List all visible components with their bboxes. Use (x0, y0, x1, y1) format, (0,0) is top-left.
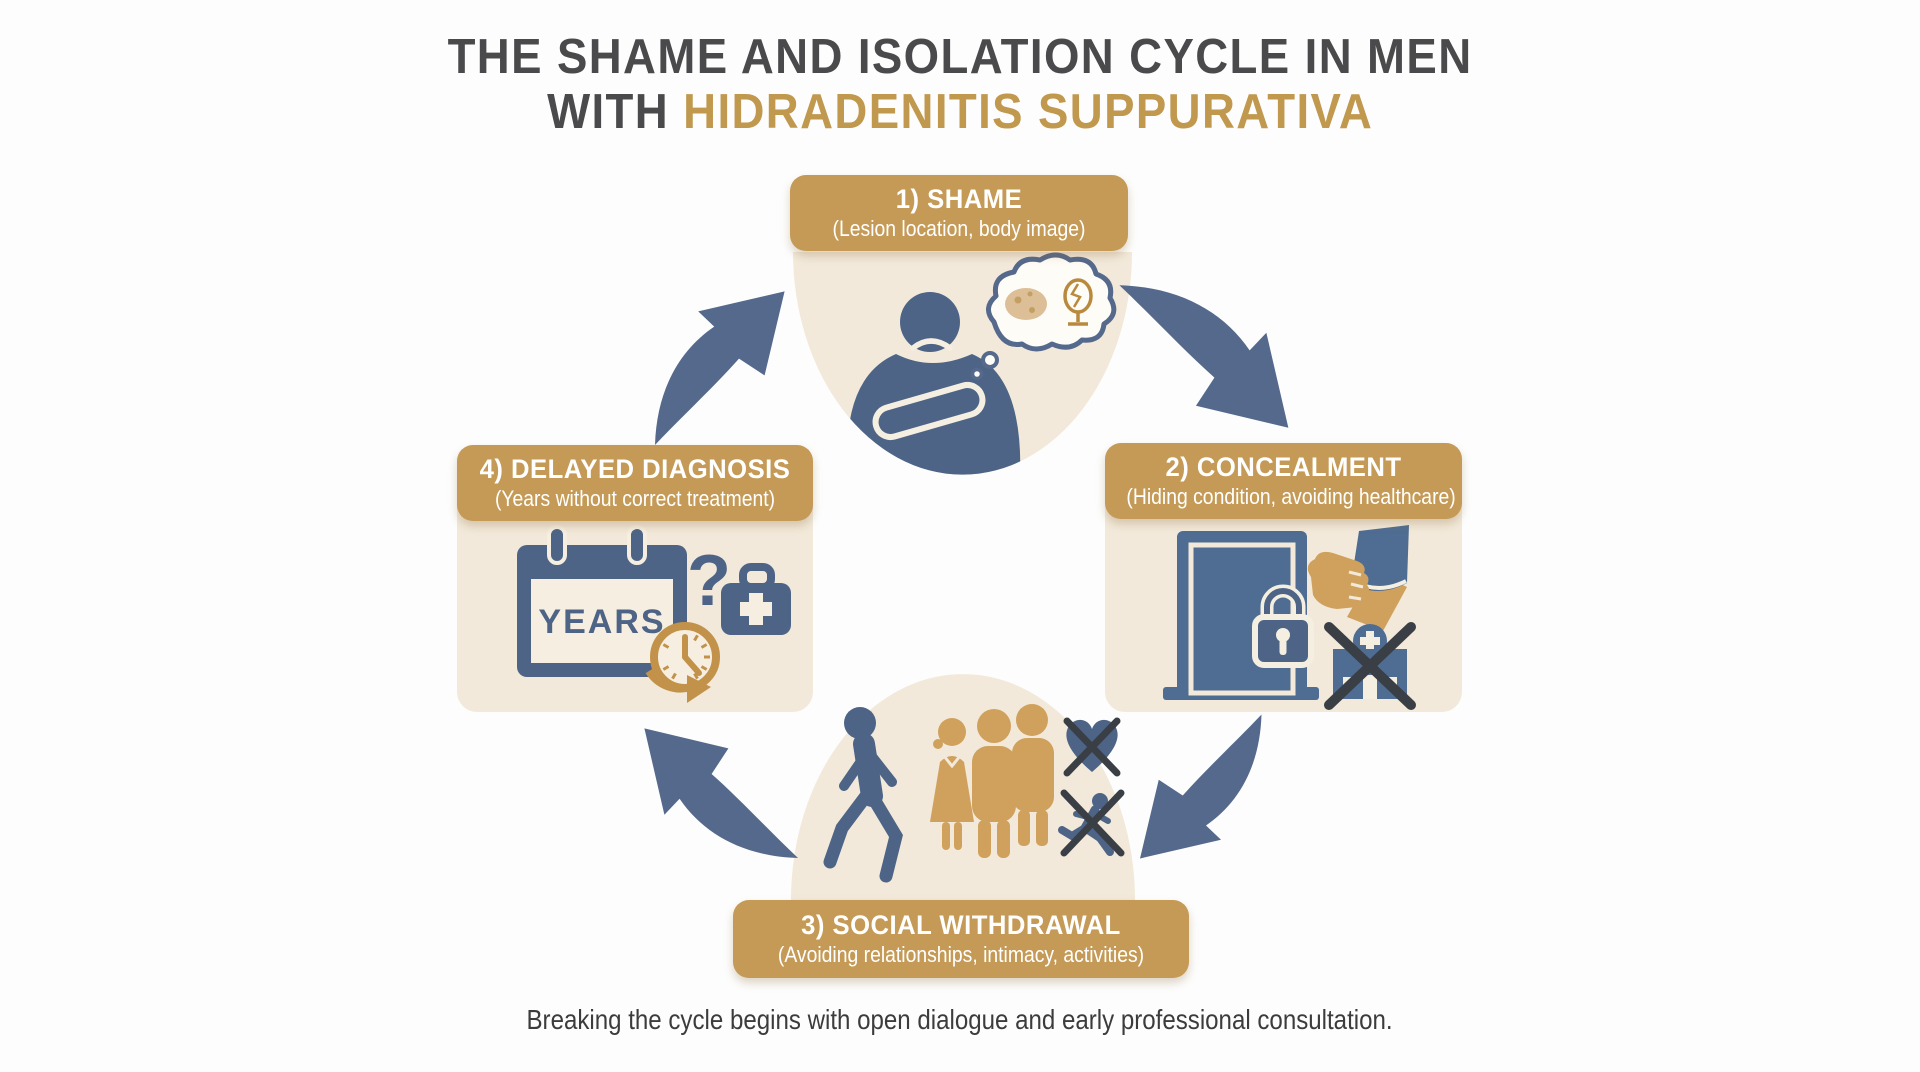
calendar-icon: YEARS (517, 525, 687, 677)
stage-social-sublabel: (Avoiding relationships, intimacy, activ… (777, 942, 1145, 967)
sad-person-icon (847, 292, 1021, 475)
stage-concealment-sublabel: (Hiding condition, avoiding healthcare) (1126, 484, 1456, 509)
group-woman-icon (930, 718, 974, 850)
stage-delayed-label-box: 4) DELAYED DIAGNOSIS (Years without corr… (457, 445, 813, 521)
social-withdrawal-illustration (791, 674, 1135, 900)
hand-pulling-sleeve-icon (1307, 525, 1409, 631)
padlock-icon (1252, 584, 1314, 668)
title-line2-accent: HIDRADENITIS SUPPURATIVA (682, 85, 1374, 140)
arrow-delayed-to-shame (655, 291, 785, 445)
footer-text: Breaking the cycle begins with open dial… (526, 1004, 1394, 1035)
stage-social-label-box: 3) SOCIAL WITHDRAWAL (Avoiding relations… (733, 900, 1189, 978)
skin-lesion-icon (1005, 288, 1047, 320)
stage-delayed-sublabel: (Years without correct treatment) (494, 486, 776, 511)
stage-concealment-label-box: 2) CONCEALMENT (Hiding condition, avoidi… (1105, 443, 1462, 519)
page-title: THE SHAME AND ISOLATION CYCLE IN MEN WIT… (0, 30, 1920, 141)
x-mark-icon (1324, 622, 1416, 710)
cracked-mirror-icon (1063, 278, 1093, 326)
title-line2-prefix: WITH (546, 85, 683, 140)
frown-icon (910, 338, 953, 351)
crossed-out-heart-icon (1063, 717, 1121, 777)
arm-across-chest-icon (872, 381, 986, 441)
stage-shame-label-box: 1) SHAME (Lesion location, body image) (790, 175, 1128, 251)
shame-illustration (793, 252, 1132, 475)
concealment-illustration (1163, 525, 1416, 710)
group-man-right-icon (1012, 704, 1054, 846)
walking-away-person-icon (823, 707, 903, 883)
title-line1: THE SHAME AND ISOLATION CYCLE IN MEN (447, 30, 1473, 84)
footer-message: Breaking the cycle begins with open dial… (0, 1004, 1920, 1036)
title-line2: WITH HIDRADENITIS SUPPURATIVA (547, 85, 1373, 140)
group-man-center-icon (972, 709, 1016, 858)
stage-delayed-label: 4) DELAYED DIAGNOSIS (479, 454, 791, 484)
people-group-icon (930, 704, 1054, 858)
clock-arrow-icon (645, 622, 720, 703)
stage-shame-sublabel: (Lesion location, body image) (832, 216, 1086, 241)
stage-social-label: 3) SOCIAL WITHDRAWAL (801, 910, 1121, 940)
calendar-years-text: YEARS (538, 603, 665, 641)
crossed-out-runner-icon (1058, 789, 1125, 857)
stage-concealment-label: 2) CONCEALMENT (1165, 452, 1402, 482)
arrow-concealment-to-social (1140, 714, 1262, 859)
delayed-diagnosis-illustration: YEARS ? (517, 525, 791, 703)
crossed-out-clinic-icon (1324, 622, 1416, 710)
stage-shame-label: 1) SHAME (895, 184, 1023, 214)
arrow-social-to-delayed (644, 728, 798, 858)
thought-bubble-icon (970, 252, 1117, 381)
medical-bag-icon (721, 563, 791, 635)
